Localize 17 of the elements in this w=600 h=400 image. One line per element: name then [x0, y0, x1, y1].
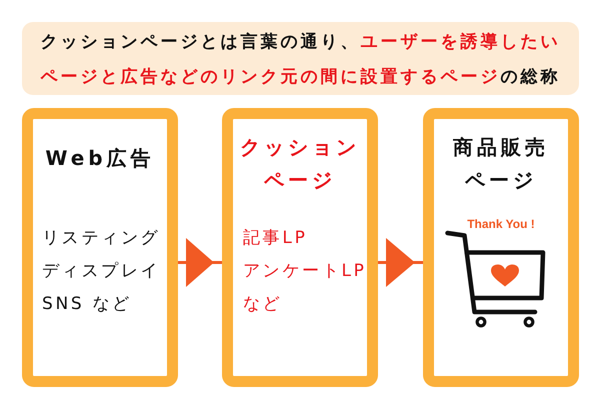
- list-item: 記事LP: [243, 227, 308, 250]
- arrow: [378, 238, 423, 287]
- list-item: リスティング: [42, 227, 160, 250]
- arrow: [178, 238, 222, 287]
- process-box: [222, 108, 378, 387]
- process-box: [22, 108, 178, 387]
- process-box: [423, 108, 579, 387]
- heading: 商品販売ページ: [452, 134, 550, 194]
- tagline: Thank You !: [467, 217, 535, 231]
- list-item: など: [243, 293, 282, 316]
- heading: クッションページ: [239, 134, 361, 194]
- list-item: ディスプレイ: [42, 260, 160, 283]
- list-item: SNS など: [42, 293, 132, 316]
- banner: [22, 22, 579, 95]
- description-text: クッションページとは言葉の通り、ユーザーを誘導したいページと広告などのリンク元の間に設置するページの総称: [40, 30, 562, 88]
- heading: Web広告: [45, 144, 155, 172]
- list-item: アンケートLP: [243, 260, 367, 283]
